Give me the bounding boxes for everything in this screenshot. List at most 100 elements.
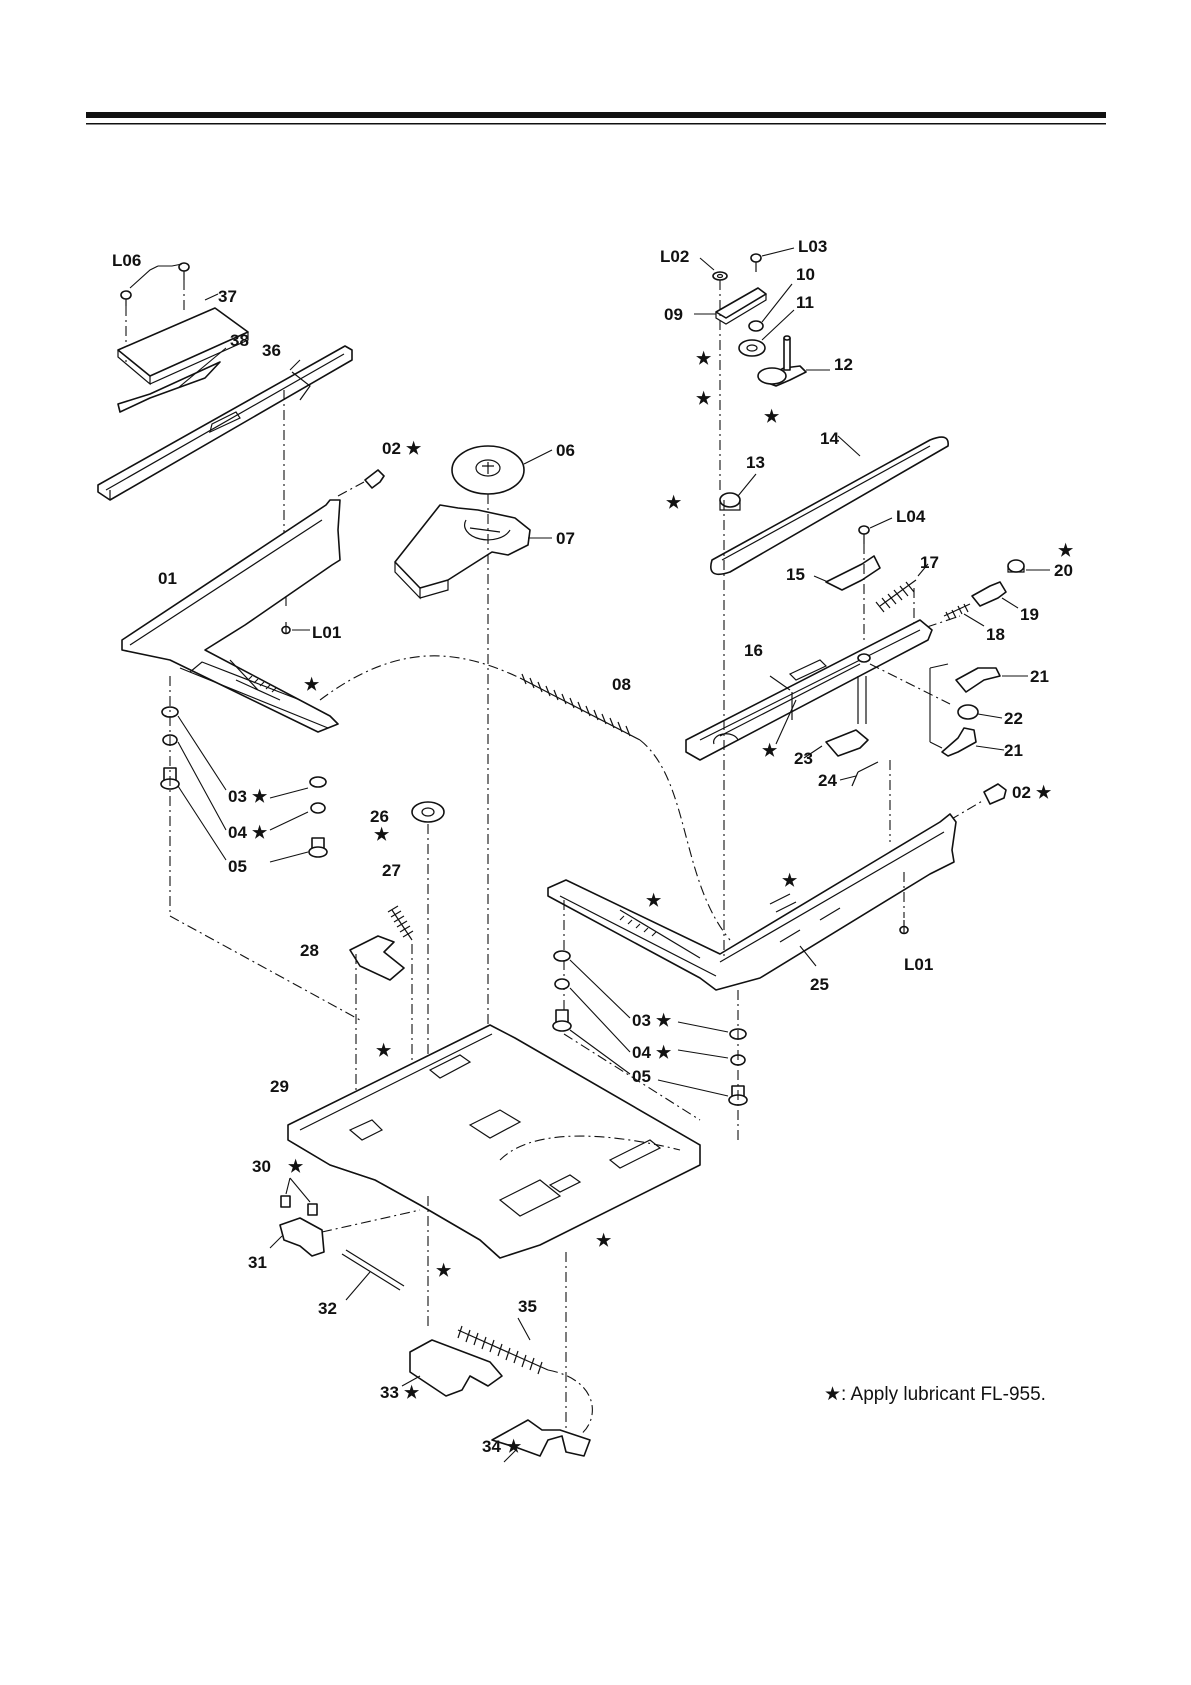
label-14: 14 bbox=[820, 429, 839, 448]
chassis-01 bbox=[122, 500, 340, 732]
screw-L04 bbox=[859, 526, 869, 544]
label-04-right: 04 bbox=[632, 1043, 651, 1062]
spring-17 bbox=[876, 580, 916, 612]
bracket-31 bbox=[280, 1218, 324, 1256]
spring-27 bbox=[388, 906, 413, 940]
pin-19 bbox=[972, 582, 1006, 606]
label-38: 38 bbox=[230, 331, 249, 350]
star-base-left: ★ bbox=[436, 1261, 452, 1280]
label-12: 12 bbox=[834, 355, 853, 374]
star-13: ★ bbox=[666, 493, 682, 512]
star-12: ★ bbox=[764, 407, 780, 426]
chassis-25 bbox=[548, 814, 956, 990]
pin-16-post bbox=[858, 676, 866, 724]
spring-18 bbox=[944, 604, 970, 620]
label-03-left: 03 bbox=[228, 787, 247, 806]
label-21-lower: 21 bbox=[1004, 741, 1023, 760]
star-02-left: ★ bbox=[406, 439, 422, 458]
label-L01-left: L01 bbox=[312, 623, 341, 642]
star-25-a: ★ bbox=[782, 871, 798, 890]
label-27: 27 bbox=[382, 861, 401, 880]
label-21-upper: 21 bbox=[1030, 667, 1049, 686]
label-15: 15 bbox=[786, 565, 805, 584]
slider-33 bbox=[410, 1340, 502, 1396]
label-03-right: 03 bbox=[632, 1011, 651, 1030]
label-16: 16 bbox=[744, 641, 763, 660]
roller-stack-right-a bbox=[553, 951, 571, 1031]
star-base-right: ★ bbox=[596, 1231, 612, 1250]
label-L02: L02 bbox=[660, 247, 689, 266]
gear-11 bbox=[739, 340, 765, 356]
part-02-right bbox=[984, 784, 1006, 804]
gear-arm-12 bbox=[758, 336, 806, 386]
gear-26 bbox=[412, 802, 444, 822]
label-28: 28 bbox=[300, 941, 319, 960]
label-18: 18 bbox=[986, 625, 1005, 644]
label-34: 34 bbox=[482, 1437, 501, 1456]
star-02-right: ★ bbox=[1036, 783, 1052, 802]
label-10: 10 bbox=[796, 265, 815, 284]
label-13: 13 bbox=[746, 453, 765, 472]
label-36: 36 bbox=[262, 341, 281, 360]
label-19: 19 bbox=[1020, 605, 1039, 624]
star-04-right: ★ bbox=[656, 1043, 672, 1062]
label-02-right: 02 bbox=[1012, 783, 1031, 802]
lever-21-upper bbox=[956, 668, 1000, 692]
roller-stack-left-b bbox=[309, 777, 327, 857]
label-02-left: 02 bbox=[382, 439, 401, 458]
pulley-13 bbox=[720, 493, 740, 510]
label-09: 09 bbox=[664, 305, 683, 324]
screw-L01-right bbox=[900, 920, 908, 934]
star-30: ★ bbox=[288, 1157, 304, 1176]
shaft-32 bbox=[342, 1250, 404, 1290]
star-33: ★ bbox=[404, 1383, 420, 1402]
label-26: 26 bbox=[370, 807, 389, 826]
label-32: 32 bbox=[318, 1299, 337, 1318]
label-37: 37 bbox=[218, 287, 237, 306]
plate-09 bbox=[716, 288, 766, 318]
lever-28 bbox=[350, 936, 404, 980]
lubricant-note: ★: Apply lubricant FL-955. bbox=[824, 1384, 1046, 1405]
gear-22 bbox=[958, 705, 978, 719]
label-06: 06 bbox=[556, 441, 575, 460]
star-chassis-01: ★ bbox=[304, 675, 320, 694]
screw-L06-b bbox=[179, 263, 189, 280]
washer-L02 bbox=[713, 272, 727, 280]
label-L03: L03 bbox=[798, 237, 827, 256]
label-04-left: 04 bbox=[228, 823, 247, 842]
label-23: 23 bbox=[794, 749, 813, 768]
label-29: 29 bbox=[270, 1077, 289, 1096]
gear-10 bbox=[749, 321, 763, 331]
header-rule-thick bbox=[86, 112, 1106, 118]
label-30: 30 bbox=[252, 1157, 271, 1176]
star-20: ★ bbox=[1058, 541, 1074, 560]
guide-rail-36 bbox=[98, 346, 352, 500]
label-05-left: 05 bbox=[228, 857, 247, 876]
label-22: 22 bbox=[1004, 709, 1023, 728]
star-34: ★ bbox=[506, 1437, 522, 1456]
star-03-right: ★ bbox=[656, 1011, 672, 1030]
label-08: 08 bbox=[612, 675, 631, 694]
label-L06: L06 bbox=[112, 251, 141, 270]
star-03-left: ★ bbox=[252, 787, 268, 806]
spring-24 bbox=[852, 762, 878, 786]
label-17: 17 bbox=[920, 553, 939, 572]
cap-20 bbox=[1008, 560, 1024, 572]
tray-16-pivot bbox=[858, 654, 870, 662]
star-25-b: ★ bbox=[646, 891, 662, 910]
label-35: 35 bbox=[518, 1297, 537, 1316]
parts-30 bbox=[281, 1196, 317, 1215]
star-04-left: ★ bbox=[252, 823, 268, 842]
bracket-37 bbox=[118, 308, 248, 376]
slide-23 bbox=[826, 730, 868, 756]
screw-L06-a bbox=[121, 291, 131, 306]
part-02-left bbox=[365, 470, 384, 488]
star-26: ★ bbox=[374, 825, 390, 844]
label-05-right: 05 bbox=[632, 1067, 651, 1086]
screw-L01-left bbox=[282, 622, 290, 634]
star-11: ★ bbox=[696, 389, 712, 408]
lever-15 bbox=[826, 556, 880, 590]
header-rule-thin bbox=[86, 123, 1106, 125]
screw-L03 bbox=[751, 254, 761, 272]
